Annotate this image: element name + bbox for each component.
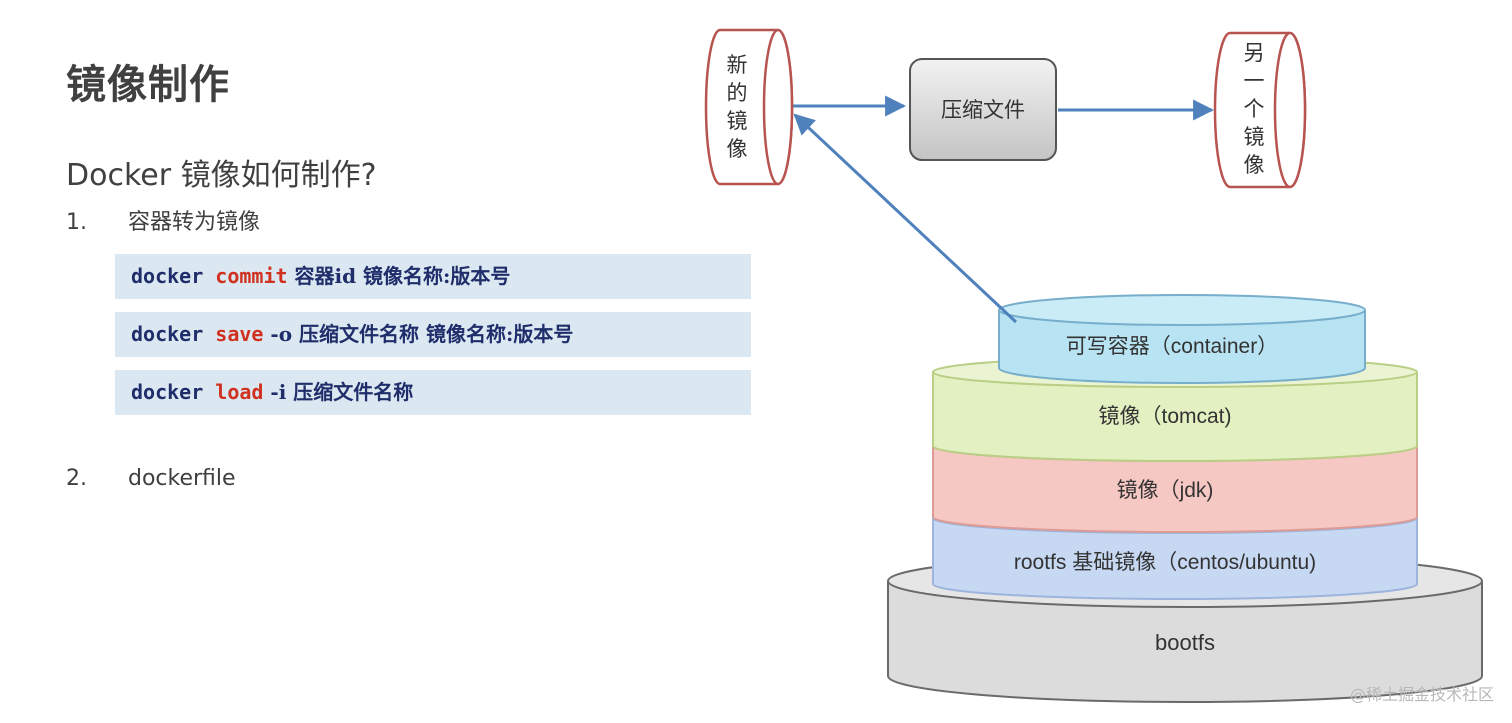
command-args: 容器id 镜像名称:版本号 (287, 264, 511, 288)
layer-container: 可写容器（container） (998, 294, 1366, 384)
drum-char: 一 (1244, 69, 1265, 93)
watermark: @稀土掘金技术社区 (1349, 685, 1494, 704)
layer-label: 镜像（tomcat) (1098, 405, 1231, 428)
step-label: dockerfile (128, 466, 236, 491)
command-keyword: commit (215, 264, 288, 288)
step-label: 容器转为镜像 (128, 210, 261, 235)
command-args: -i 压缩文件名称 (263, 380, 414, 404)
drum-char: 像 (1244, 153, 1265, 177)
command-keyword: save (215, 322, 264, 346)
layer-label: 镜像（jdk) (1117, 479, 1214, 502)
archive-box: 压缩文件 (909, 58, 1057, 161)
layer-label: bootfs (1155, 630, 1215, 655)
layer-label: 可写容器（container） (1066, 335, 1278, 358)
drum-char: 新 (727, 53, 748, 77)
slide-title: 镜像制作 (66, 62, 230, 108)
command-prefix: docker (131, 380, 216, 404)
step-number: 1. (66, 210, 87, 235)
command-prefix: docker (131, 322, 216, 346)
slide-subtitle: Docker 镜像如何制作? (66, 158, 377, 193)
commit-arrow (793, 113, 1018, 324)
drum-char: 个 (1244, 97, 1265, 121)
command-prefix: docker (131, 264, 216, 288)
drum-char: 的 (727, 81, 748, 105)
drum-char: 像 (727, 137, 748, 161)
command-commit: docker commit 容器id 镜像名称:版本号 (115, 254, 751, 299)
command-keyword: load (215, 380, 264, 404)
archive-label: 压缩文件 (941, 98, 1025, 122)
new-image-drum: 新 的 镜 像 (704, 28, 794, 186)
drum-char: 镜 (1244, 125, 1265, 149)
step-1: 1. 容器转为镜像 (66, 204, 260, 236)
another-image-drum: 另 一 个 镜 像 (1213, 31, 1307, 189)
command-args: -o 压缩文件名称 镜像名称:版本号 (263, 322, 574, 346)
drum-char: 另 (1244, 41, 1265, 65)
step-2: 2. dockerfile (66, 466, 236, 491)
layer-label: rootfs 基础镜像（centos/ubuntu) (1014, 551, 1316, 574)
command-load: docker load -i 压缩文件名称 (115, 370, 751, 415)
command-save: docker save -o 压缩文件名称 镜像名称:版本号 (115, 312, 751, 357)
step-number: 2. (66, 466, 87, 491)
drum-char: 镜 (727, 109, 748, 133)
